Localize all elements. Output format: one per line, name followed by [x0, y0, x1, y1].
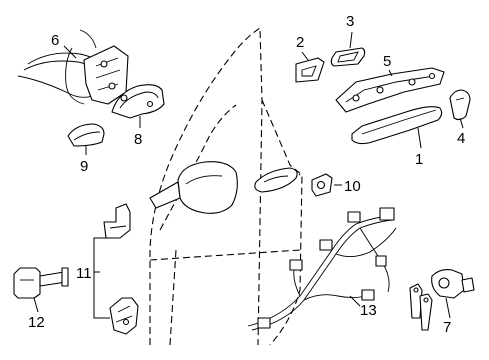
part-10-striker — [311, 173, 333, 197]
callout-9: 9 — [80, 158, 88, 175]
callout-4: 4 — [457, 130, 465, 147]
callout-2: 2 — [296, 34, 304, 51]
part-12-door-check — [13, 267, 69, 299]
callout-12: 12 — [28, 314, 45, 331]
callout-11: 11 — [76, 265, 92, 282]
callout-5: 5 — [383, 53, 391, 70]
door-mirror — [149, 161, 238, 214]
leader-lines — [33, 31, 464, 319]
part-6-lock-actuator-cables — [17, 29, 129, 105]
door-handle-recess — [254, 167, 298, 193]
part-7-lock-cylinder-keys — [409, 269, 475, 331]
part-9-handle-cap — [67, 123, 105, 147]
callout-8: 8 — [134, 131, 142, 148]
callout-3: 3 — [346, 13, 354, 30]
part-11-door-hinges — [103, 203, 139, 335]
callout-7: 7 — [443, 319, 451, 336]
part-2-handle-cover — [295, 57, 325, 83]
part-13-wire-harness — [247, 207, 397, 331]
part-1-outside-handle — [351, 106, 443, 145]
callout-6: 6 — [51, 32, 59, 49]
callout-10: 10 — [344, 178, 361, 195]
part-3-gasket — [330, 47, 366, 67]
part-4-end-cap — [449, 89, 471, 121]
front-door-outline — [149, 26, 303, 346]
callout-13: 13 — [360, 302, 377, 319]
callout-1: 1 — [415, 151, 423, 168]
callout-labels: 1 2 3 4 5 6 7 8 9 10 11 12 13 — [28, 13, 465, 336]
part-5-handle-frame — [335, 67, 445, 113]
part-8-inner-handle-assembly — [111, 84, 165, 119]
